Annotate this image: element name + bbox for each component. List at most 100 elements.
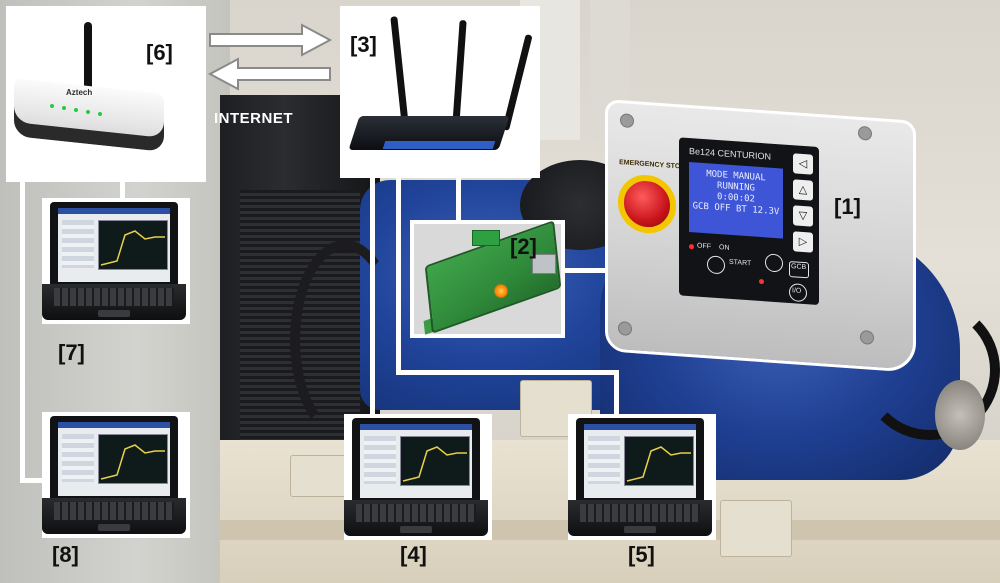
screw	[860, 329, 874, 345]
window-titlebar	[58, 208, 170, 214]
status-led	[689, 244, 694, 250]
connection-line	[456, 178, 461, 220]
laptop-touchpad	[98, 524, 130, 531]
label-gateway: [2]	[510, 234, 537, 259]
emergency-stop-button[interactable]	[618, 173, 676, 236]
laptop-touchpad	[400, 526, 432, 533]
screw	[858, 125, 872, 141]
connection-line	[20, 478, 50, 483]
laptop-lid	[50, 202, 178, 288]
router-antenna	[390, 16, 409, 129]
screw	[618, 321, 632, 337]
label-controller: [1]	[834, 194, 861, 219]
modem-brand: Aztech	[66, 88, 93, 97]
controller-box: EMERGENCY STOP Be124 CENTURION MODE MANU…	[605, 99, 916, 373]
connection-line	[20, 182, 25, 482]
laptop-keyboard	[54, 288, 174, 306]
modem-led	[62, 106, 66, 110]
modem-led	[50, 104, 54, 108]
modem-card: Aztech	[6, 6, 206, 182]
window-titlebar	[584, 424, 696, 430]
modem-led	[98, 112, 102, 116]
gateway-card	[410, 220, 565, 338]
io-label: I/O	[792, 287, 802, 295]
trend-curve	[100, 444, 165, 480]
ethernet-port	[532, 254, 556, 274]
software-fields	[364, 436, 396, 484]
connection-line	[396, 178, 401, 374]
screw	[620, 113, 634, 129]
modem-antenna	[84, 22, 92, 90]
key-switch-icon[interactable]	[707, 255, 725, 275]
software-trend-plot	[624, 436, 694, 486]
laptop-8	[42, 412, 190, 538]
connection-line	[120, 182, 125, 200]
laptop-touchpad	[624, 526, 656, 533]
connection-line	[560, 268, 608, 273]
status-led	[494, 284, 508, 298]
engine-mount	[290, 455, 352, 497]
modem-led	[74, 108, 78, 112]
nav-down-button[interactable]: ▽	[793, 205, 813, 227]
controller-lcd: MODE MANUAL RUNNING 0:00:02 GCB OFF BT 1…	[689, 162, 783, 239]
laptop-lid	[50, 416, 178, 502]
start-button[interactable]	[765, 253, 783, 273]
trend-curve	[402, 446, 467, 482]
software-fields	[588, 436, 620, 484]
software-fields	[62, 434, 94, 482]
laptop-screen	[58, 208, 170, 282]
engine-mount	[720, 500, 792, 557]
laptop-keyboard	[54, 502, 174, 520]
gcb-label: GCB	[791, 263, 807, 272]
window-titlebar	[58, 422, 170, 428]
software-fields	[62, 220, 94, 268]
arrow-right-icon	[209, 23, 333, 57]
terminal-block	[472, 230, 500, 246]
modem-led	[86, 110, 90, 114]
software-trend-plot	[400, 436, 470, 486]
connection-line	[614, 370, 619, 416]
controller-panel: Be124 CENTURION MODE MANUAL RUNNING 0:00…	[679, 137, 819, 306]
label-router: [3]	[350, 32, 377, 57]
coolant-hose	[290, 240, 400, 440]
laptop-5	[568, 414, 716, 540]
trend-curve	[100, 230, 165, 266]
router-led-strip	[382, 141, 496, 149]
laptop-lid	[352, 418, 480, 504]
laptop-touchpad	[98, 310, 130, 317]
laptop-keyboard	[580, 504, 700, 522]
label-modem: [6]	[146, 40, 173, 65]
nav-up-button[interactable]: △	[793, 179, 813, 201]
label-laptop-5: [5]	[628, 542, 655, 567]
laptop-keyboard	[356, 504, 476, 522]
internet-label: INTERNET	[214, 110, 293, 127]
software-trend-plot	[98, 220, 168, 270]
laptop-screen	[584, 424, 696, 498]
laptop-7	[42, 198, 190, 324]
laptop-screen	[360, 424, 472, 498]
laptop-screen	[58, 422, 170, 496]
flywheel	[935, 380, 985, 450]
start-label: START	[729, 258, 752, 268]
off-label: OFF	[697, 242, 711, 251]
cable-loop	[860, 300, 1000, 440]
connection-line	[370, 178, 375, 418]
router-card	[340, 6, 540, 178]
label-laptop-4: [4]	[400, 542, 427, 567]
connection-line	[396, 370, 618, 375]
nav-right-button[interactable]: ▷	[793, 231, 813, 253]
nav-left-button[interactable]: ◁	[793, 153, 813, 175]
internet-arrows	[207, 23, 333, 91]
label-laptop-8: [8]	[52, 542, 79, 567]
laptop-lid	[576, 418, 704, 504]
laptop-4	[344, 414, 492, 540]
router-antenna	[452, 20, 467, 131]
status-led	[759, 278, 764, 285]
trend-curve	[626, 446, 691, 482]
window-titlebar	[360, 424, 472, 430]
controller-model: Be124 CENTURION	[689, 146, 772, 162]
arrow-left-icon	[207, 57, 331, 91]
label-laptop-7: [7]	[58, 340, 85, 365]
software-trend-plot	[98, 434, 168, 484]
